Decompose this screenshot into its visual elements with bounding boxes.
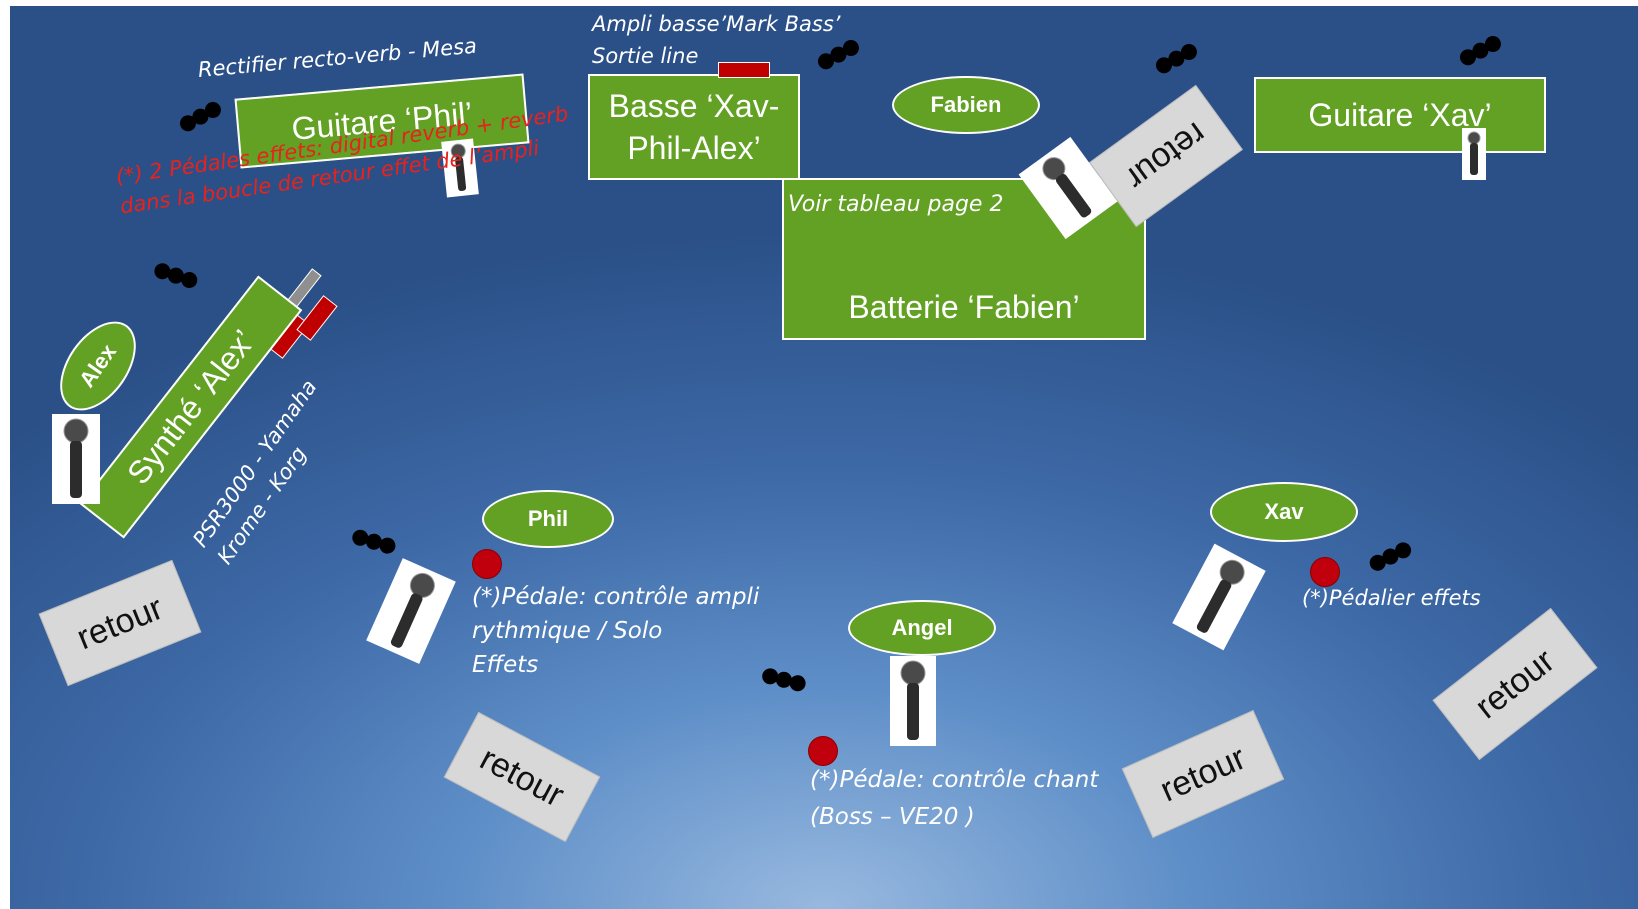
power-outlet-icon (1366, 537, 1418, 573)
retour-label: retour (474, 738, 571, 815)
retour-phil: retour (443, 711, 601, 843)
power-outlet-icon (351, 527, 402, 555)
musician-angel: Angel (848, 600, 996, 656)
musician-fabien: Fabien (892, 76, 1040, 134)
microphone-icon (1462, 128, 1486, 180)
note-rectifier: Rectifier recto-verb - Mesa (197, 34, 478, 82)
musician-phil: Phil (482, 490, 614, 548)
pedal-dot-icon (472, 549, 502, 579)
musician-xav-name: Xav (1264, 499, 1304, 524)
basse-label-line2: Phil-Alex’ (627, 130, 761, 166)
basse-label-line1: Basse ‘Xav- (608, 88, 780, 124)
batterie-label: Batterie ‘Fabien’ (848, 289, 1080, 325)
retour-label: retour (1119, 114, 1214, 198)
musician-fabien-name: Fabien (930, 92, 1002, 117)
retour-label: retour (71, 588, 169, 657)
note-voir-tableau: Voir tableau page 2 (788, 192, 1003, 217)
note-xav-pedal-text: (*)Pédalier effets (1302, 586, 1481, 610)
note-phil-pedal-line2: rythmique / Solo (472, 618, 663, 644)
note-ampli-basse: Ampli basse’Mark Bass’ Sortie line (592, 8, 840, 72)
basse-amp: Basse ‘Xav- Phil-Alex’ (588, 74, 800, 180)
note-ampli-basse-line1: Ampli basse’Mark Bass’ (592, 12, 841, 36)
guitare-xav-label: Guitare ‘Xav’ (1308, 96, 1492, 133)
stage-plan: Guitare ‘Phil’ Basse ‘Xav- Phil-Alex’ Ba… (10, 6, 1638, 909)
microphone-icon (1172, 543, 1266, 651)
microphone-icon (52, 414, 100, 504)
retour-label: retour (1467, 641, 1562, 726)
microphone-icon (366, 558, 456, 664)
retour-label: retour (1154, 738, 1252, 809)
note-ampli-basse-line2: Sortie line (592, 44, 699, 68)
power-outlet-icon (152, 260, 203, 290)
note-phil-pedal: (*)Pédale: contrôle ampli rythmique / So… (472, 580, 759, 682)
pedal-dot-icon (1310, 557, 1340, 587)
power-outlet-icon (761, 666, 811, 693)
retour-far-right: retour (1432, 607, 1598, 761)
note-phil-pedal-line1: (*)Pédale: contrôle ampli (472, 584, 760, 610)
basse-line-out (718, 62, 770, 78)
note-voir-tableau-text: Voir tableau page 2 (788, 192, 1004, 217)
note-phil-pedal-line3: Effets (472, 652, 539, 678)
note-angel-pedal: (*)Pédale: contrôle chant (Boss – VE20 ) (810, 762, 1098, 836)
note-angel-pedal-line1: (*)Pédale: contrôle chant (810, 767, 1099, 793)
power-outlet-icon (176, 96, 229, 134)
musician-alex-name: Alex (74, 339, 122, 392)
note-xav-pedal: (*)Pédalier effets (1302, 586, 1481, 610)
microphone-icon (441, 138, 479, 198)
guitare-xav-amp: Guitare ‘Xav’ (1254, 77, 1546, 153)
musician-alex: Alex (44, 307, 152, 425)
musician-xav: Xav (1210, 482, 1358, 542)
note-rectifier-text: Rectifier recto-verb - Mesa (196, 33, 478, 82)
retour-left: retour (38, 559, 202, 687)
musician-angel-name: Angel (891, 615, 953, 640)
retour-xav: retour (1121, 710, 1285, 838)
power-outlet-icon (1456, 30, 1509, 68)
note-angel-pedal-line2: (Boss – VE20 ) (810, 804, 975, 830)
pedal-dot-icon (808, 736, 838, 766)
microphone-icon (1018, 136, 1118, 240)
microphone-icon (890, 656, 936, 746)
musician-phil-name: Phil (527, 506, 569, 531)
power-outlet-icon (1152, 38, 1205, 76)
